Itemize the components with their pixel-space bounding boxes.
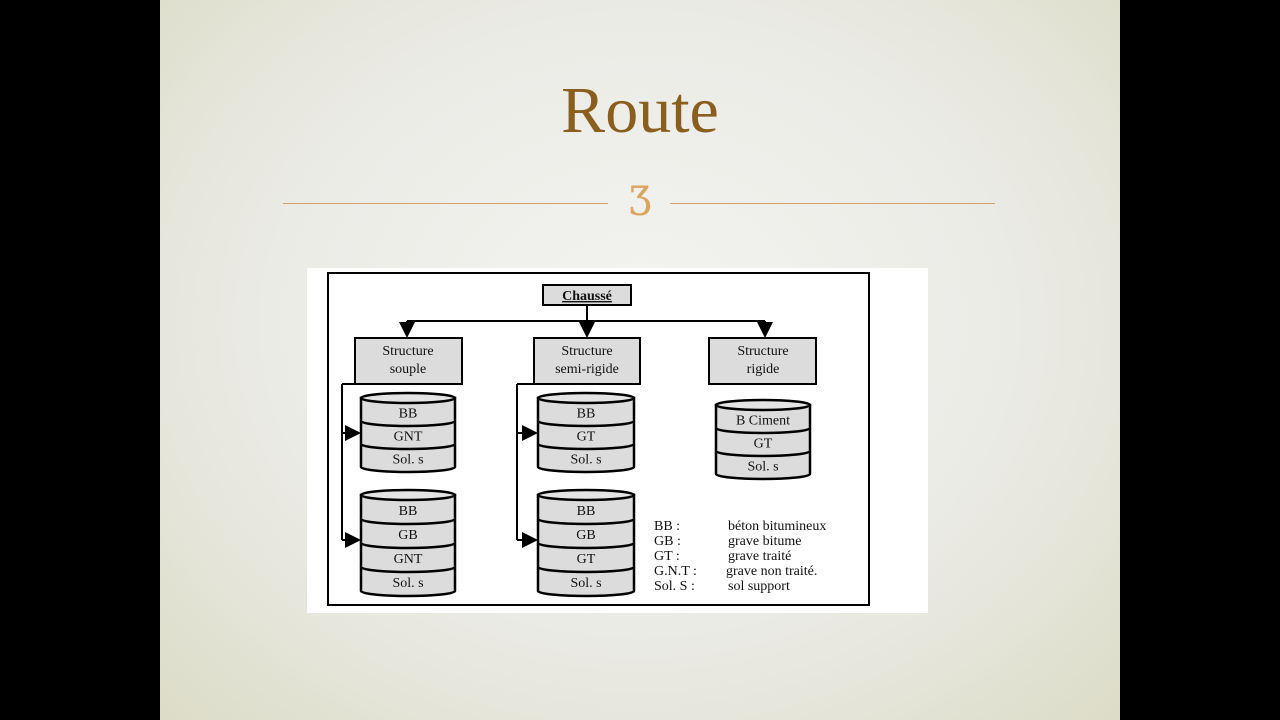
legend-abbr: GB : (654, 534, 681, 549)
structure-semi-line2: semi-rigide (555, 362, 619, 377)
stack-body (714, 403, 812, 481)
structure-semi-rigide-box (533, 337, 641, 385)
structure-souple-line1: Structure (382, 344, 433, 359)
legend-abbr: BB : (654, 519, 680, 534)
legend-abbr: GT : (654, 549, 680, 564)
layer-stacks: BB GNT Sol. s BB GB GNT Sol. s BB GT Sol. s BB GB GT… (359, 391, 812, 598)
structure-rigide-line1: Structure (737, 344, 788, 359)
stack-top (536, 391, 636, 405)
layer-separator (359, 443, 457, 451)
legend-meaning: sol support (728, 579, 790, 594)
layer-separator (714, 427, 812, 435)
layer-separator (714, 450, 812, 458)
legend-abbr: G.N.T : (654, 564, 697, 579)
structure-semi-line1: Structure (561, 344, 612, 359)
layer-separator (359, 566, 457, 574)
layer-label: Sol. s (392, 576, 423, 591)
layer-label: GT (754, 437, 773, 452)
diagram-canvas: Chaussé Structure souple Structure semi-… (327, 272, 870, 606)
legend-meaning: grave non traité. (726, 564, 817, 579)
layer-label: Sol. s (570, 576, 601, 591)
legend-meaning: grave traité (728, 549, 791, 564)
root-node-label: Chaussé (562, 289, 612, 304)
divider-line-left (283, 203, 608, 204)
stack-top (359, 488, 457, 502)
layer-separator (359, 542, 457, 550)
ornament-icon: Ʒ (628, 179, 652, 225)
layer-label: GT (577, 552, 596, 567)
pavement-diagram: Chaussé Structure souple Structure semi-… (307, 268, 928, 613)
layer-label: Sol. s (392, 453, 423, 468)
stack-top (359, 391, 457, 405)
stack-souple_b: BB GB GNT Sol. s (359, 488, 457, 598)
layer-label: BB (399, 504, 418, 519)
legend-abbr: Sol. S : (654, 579, 695, 594)
legend-meaning: béton bitumineux (728, 519, 826, 534)
layer-label: Sol. s (570, 453, 601, 468)
layer-separator (536, 420, 636, 428)
structure-souple-line2: souple (390, 362, 427, 377)
layer-separator (536, 518, 636, 526)
layer-separator (359, 518, 457, 526)
layer-label: GB (576, 528, 595, 543)
layer-separator (536, 542, 636, 550)
stack-top (536, 488, 636, 502)
layer-label: Sol. s (747, 460, 778, 475)
layer-separator (359, 420, 457, 428)
layer-label: GT (577, 430, 596, 445)
stack-semi_a: BB GT Sol. s (536, 391, 636, 474)
layer-label: BB (399, 407, 418, 422)
layer-separator (536, 443, 636, 451)
layer-label: GNT (394, 430, 423, 445)
divider-line-right (670, 203, 995, 204)
slide-title: Route (561, 74, 719, 147)
legend-meaning: grave bitume (728, 534, 801, 549)
stack-top (714, 398, 812, 412)
layer-separator (536, 566, 636, 574)
layer-label: GNT (394, 552, 423, 567)
layer-label: B Ciment (736, 414, 790, 429)
layer-label: BB (577, 504, 596, 519)
stack-body (359, 396, 457, 474)
stack-semi_b: BB GB GT Sol. s (536, 488, 636, 598)
stack-body (536, 396, 636, 474)
diagram-frame (327, 272, 870, 606)
structure-souple-box (354, 337, 463, 385)
stack-souple_a: BB GNT Sol. s (359, 391, 457, 474)
structure-rigide-line2: rigide (747, 362, 780, 377)
legend: BB : béton bitumineux GB : grave bitume … (654, 519, 826, 594)
structure-rigide-box (708, 337, 817, 385)
layer-label: BB (577, 407, 596, 422)
layer-label: GB (398, 528, 417, 543)
